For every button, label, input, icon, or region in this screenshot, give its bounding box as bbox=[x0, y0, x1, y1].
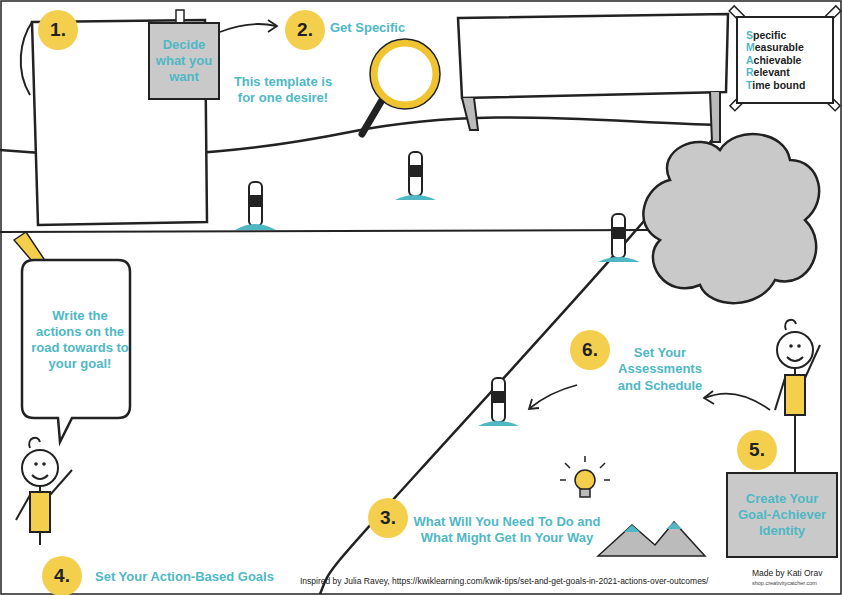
step-title: Get Specific bbox=[330, 20, 440, 36]
callout-number: 1. bbox=[38, 10, 78, 50]
node-text: Write the actions on the road towards to… bbox=[30, 308, 130, 373]
identity-box: Create Your Goal-Achiever Identity bbox=[726, 472, 838, 558]
callout-number: 3. bbox=[368, 498, 408, 538]
smart-box: SpecificMeasurableAchievableRelevantTime… bbox=[736, 16, 834, 104]
callout-number: 6. bbox=[570, 330, 610, 370]
node-text: Time bound bbox=[746, 79, 805, 92]
step-title: Set Your Assessments and Schedule bbox=[610, 345, 710, 394]
step-title: What Will You Need To Do and What Might … bbox=[412, 514, 602, 547]
website: shop.creativitycatcher.com bbox=[752, 580, 817, 587]
credit: Inspired by Julia Ravey, https://kwiklea… bbox=[300, 576, 709, 587]
step-title: Set Your Action-Based Goals bbox=[95, 569, 295, 585]
callout-number: 5. bbox=[737, 430, 777, 470]
callout-number: 2. bbox=[285, 10, 325, 50]
node-text: Relevant bbox=[746, 66, 790, 79]
node-text: Achievable bbox=[746, 54, 801, 67]
node-text: Create Your Goal-Achiever Identity bbox=[728, 491, 836, 540]
callout-number: 4. bbox=[42, 556, 82, 595]
speech-bubble: Write the actions on the road towards to… bbox=[20, 258, 140, 436]
node-text: Decide what you want bbox=[150, 37, 218, 86]
node-text: Specific bbox=[746, 29, 786, 42]
sticky-note: Decide what you want bbox=[148, 22, 220, 100]
node-text: Measurable bbox=[746, 41, 804, 54]
note: This template is for one desire! bbox=[228, 74, 338, 107]
credit: Made by Kati Orav bbox=[752, 568, 822, 579]
